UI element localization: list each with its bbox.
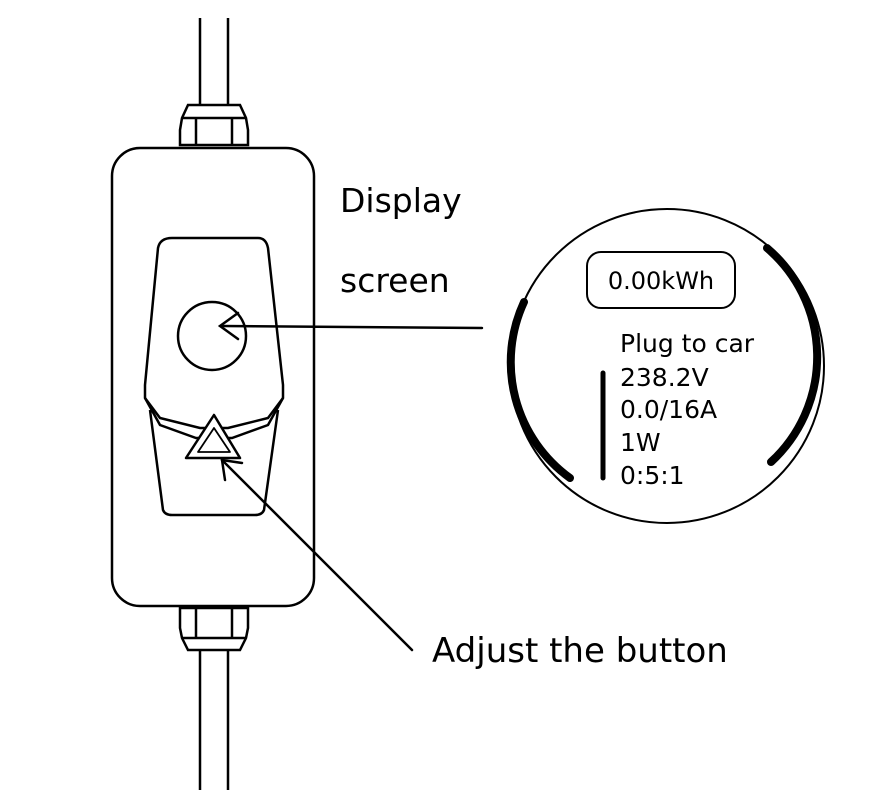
current-text: 0.0/16A [620,395,717,424]
power-text: 1W [620,428,661,457]
button-label: Adjust the button [432,631,728,671]
display-pointer-arrow [217,311,484,341]
right-arc [763,244,822,466]
button-pointer-arrow [220,458,414,652]
zoomed-screen: 0.00kWh Plug to car 238.2V 0.0/16A 1W 0:… [506,208,825,524]
adjust-button[interactable] [184,413,242,460]
energy-badge [586,251,736,309]
bottom-cable [198,650,230,790]
top-nut [178,103,250,147]
status-text: Plug to car [620,329,755,358]
time-text: 0:5:1 [620,461,685,490]
bottom-nut [178,606,250,652]
left-arc [506,298,574,482]
energy-value: 0.00kWh [608,267,714,295]
display-label-line2: screen [340,261,450,300]
top-cable [198,18,230,105]
display-label-line1: Display [340,181,462,220]
voltage-text: 238.2V [620,363,709,392]
